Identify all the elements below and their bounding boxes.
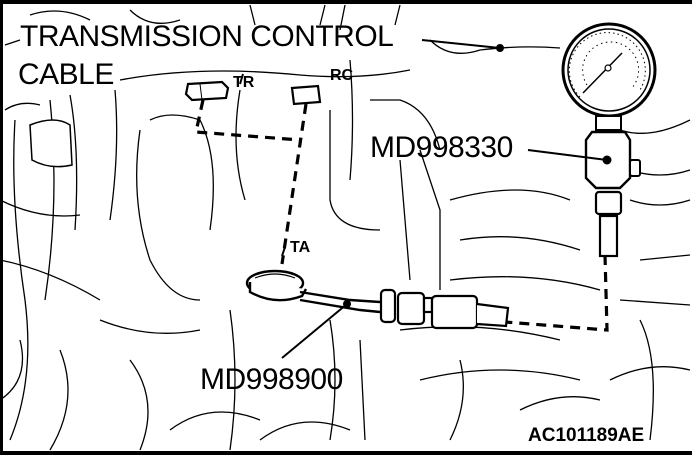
gauge-tool-label: MD998330 [370, 131, 513, 164]
tcc-label-line2: CABLE [18, 58, 114, 91]
leader-lines [239, 39, 612, 359]
tcc-label-line1: TRANSMISSION CONTROL [20, 20, 394, 53]
engine-background-lines [0, 4, 691, 451]
pressure-gauge [561, 22, 657, 258]
figure-code: AC101189AE [528, 425, 645, 446]
adapter-tool-label: MD998900 [200, 363, 343, 396]
rc-port-plug [290, 84, 322, 106]
rc-port-label: RC [330, 67, 354, 84]
tr-port-plug [184, 80, 230, 102]
ta-adapter-banjo [245, 269, 381, 314]
adapter-hose-fittings [379, 288, 510, 330]
cable-strap [29, 119, 73, 168]
tr-port-label: TR [233, 74, 255, 91]
pressure-port-dashed-lines [194, 99, 609, 332]
ta-port-label: TA [290, 239, 311, 256]
